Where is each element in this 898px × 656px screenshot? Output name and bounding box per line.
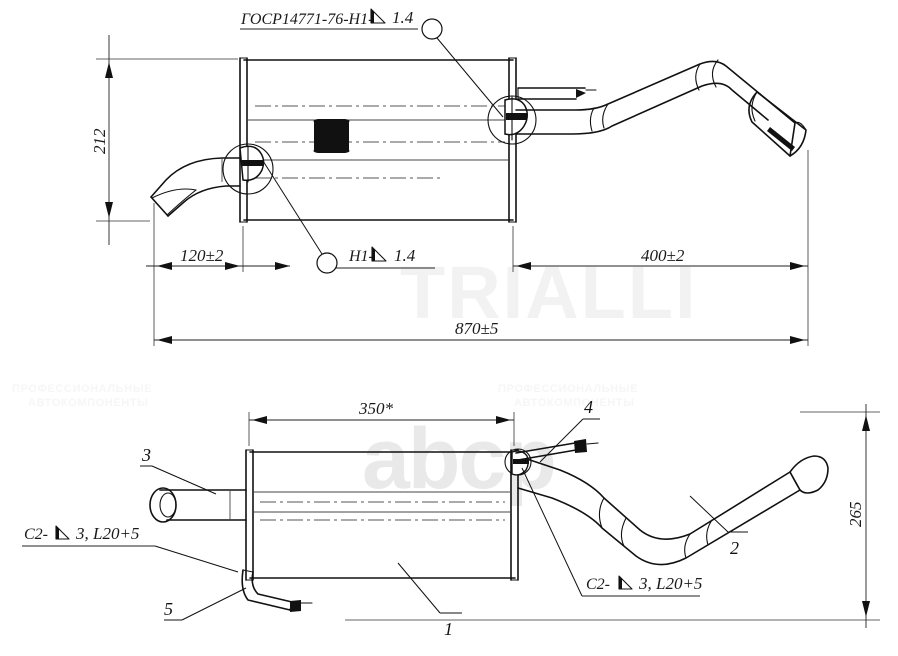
watermark-brand-top: TRIALLI [400,251,698,334]
top-weld-size-text: 1.4 [392,8,414,27]
body-label-plate [313,119,350,153]
watermark-layer: TRIALLI ПРОФЕССИОНАЛЬНЫЕ АВТОКОМПОНЕНТЫ … [12,251,698,507]
callout-1-label: 1 [444,619,453,639]
dim-350: 350* [248,399,515,446]
callout-3: 3 [140,445,217,495]
top-weld-note-leader [240,18,504,118]
dim-212: 212 [90,35,238,245]
watermark-tagline-right-line2: АВТОКОМПОНЕНТЫ [514,397,634,409]
weld-left-value-text: 3, L20+5 [75,524,139,543]
weld-note-right: C2- 3, L20+5 [521,467,702,597]
top-weld-standard-text: ГОСР14771-76-H1- [240,11,373,28]
callout-2: 2 [689,495,748,558]
callout-2-label: 2 [730,538,739,558]
bottom-view-drawing: 350* 265 C2- 3, L20+5 C2- [22,397,880,639]
callout-5: 5 [164,587,247,621]
top-tailpipe [487,59,807,157]
weld-right-prefix-text: C2- [586,576,610,593]
dim-212-label: 212 [90,128,109,154]
callout-4: 4 [539,397,600,463]
mid-weld-standard-text: H1- [348,248,374,265]
bottom-tailpipe [504,448,829,566]
dim-870-label: 870±5 [455,319,498,338]
watermark-tagline-right-line1: ПРОФЕССИОНАЛЬНЫЕ [498,383,638,395]
fillet-weld-triangle-icon-mid [371,246,387,262]
fillet-weld-triangle-icon-top [370,8,386,24]
fillet-weld-triangle-icon-right [618,575,633,590]
callout-1: 1 [397,562,462,639]
bottom-muffler-body [245,449,519,581]
weld-left-prefix-text: C2- [24,526,48,543]
bottom-inlet-pipe [149,487,247,523]
weld-note-left: C2- 3, L20+5 [22,524,239,573]
watermark-tagline-left-line1: ПРОФЕССИОНАЛЬНЫЕ [12,383,152,395]
fillet-weld-triangle-icon-left [55,525,70,540]
top-view-drawing: ГОСР14771-76-H1- 1.4 H1- 1.4 [90,8,809,346]
weld-right-value-text: 3, L20+5 [638,574,702,593]
dim-120: 120±2 [146,203,290,272]
dim-265-label: 265 [846,502,865,528]
top-inlet-pipe [150,143,274,217]
callout-5-label: 5 [164,599,173,619]
mid-weld-note-leader [257,152,435,274]
callout-3-label: 3 [141,445,151,465]
dim-350-label: 350* [358,399,394,418]
dim-400-label: 400±2 [641,246,685,265]
watermark-tagline-left-line2: АВТОКОМПОНЕНТЫ [28,397,148,409]
dim-120-label: 120±2 [180,246,224,265]
top-muffler-body [239,57,517,223]
dim-265: 265 [345,404,880,628]
dim-400: 400±2 [512,150,809,272]
mid-weld-size-text: 1.4 [394,246,416,265]
callout-4-label: 4 [584,397,593,417]
bottom-drain-tube [241,569,313,612]
bottom-stud-bolt [515,439,599,461]
dim-870: 870±5 [153,272,809,346]
